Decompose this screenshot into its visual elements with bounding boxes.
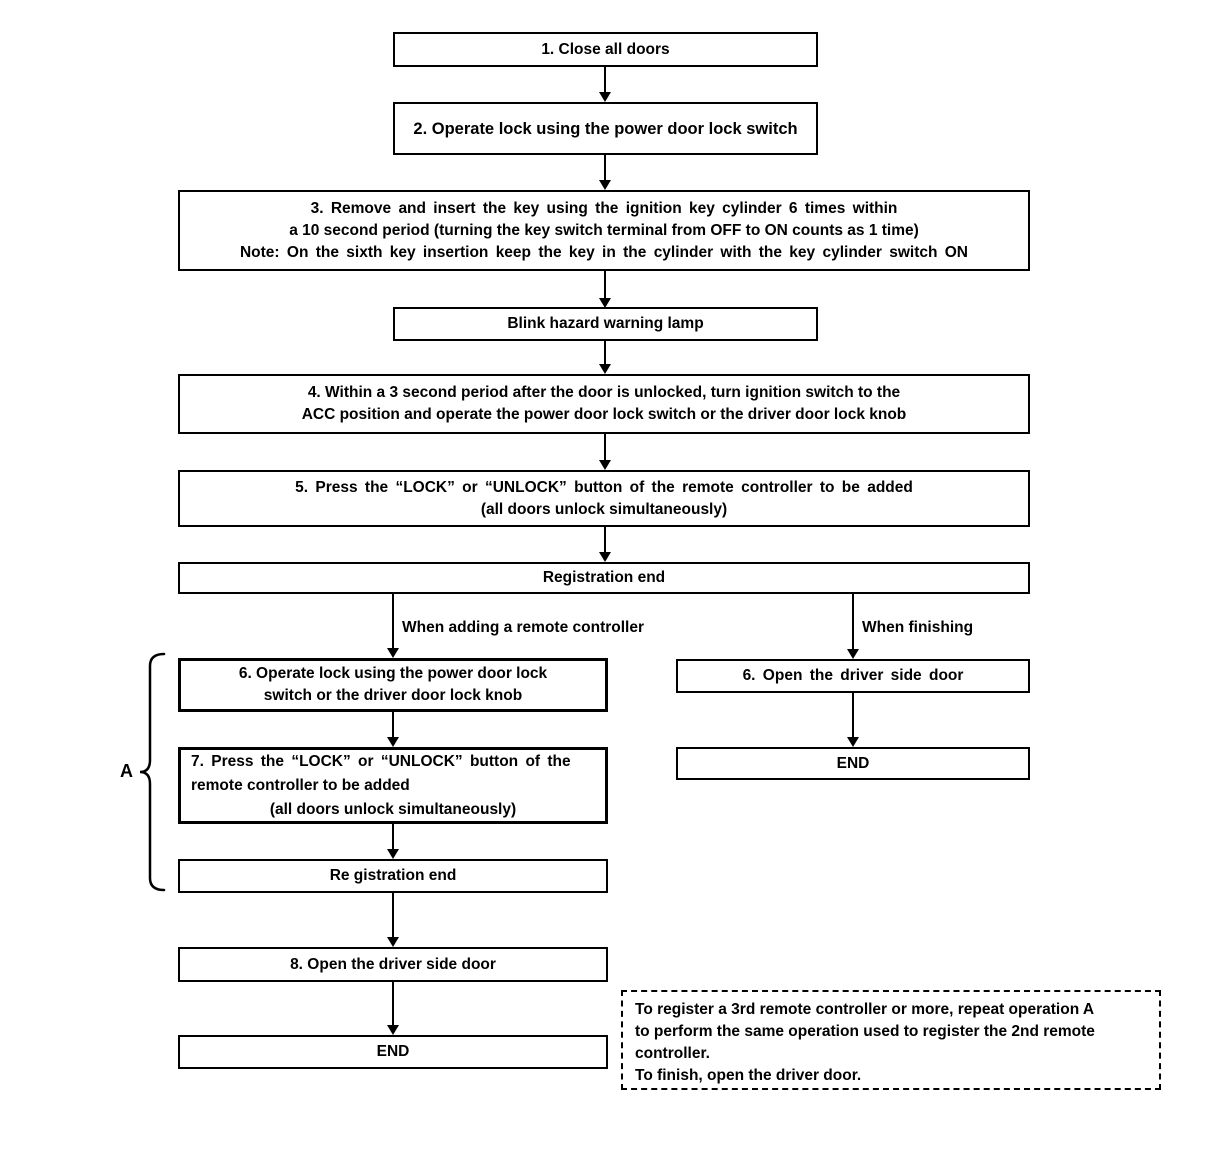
flow-step-3-box: 3. Remove and insert the key using the i… <box>178 190 1030 271</box>
flow-step-7-line1: 7. Press the “LOCK” or “UNLOCK” button o… <box>191 752 571 770</box>
loop-a-label: A <box>120 761 133 781</box>
flow-end-left-text: END <box>376 1043 410 1060</box>
flow-step-4-text-line1: 4. Within a 3 second period after the do… <box>307 384 901 401</box>
branch-label-adding: When adding a remote controller <box>402 619 644 636</box>
flow-step-1-text: 1. Close all doors <box>541 40 670 58</box>
flow-arrow-head <box>387 849 399 859</box>
flow-step-2-text: 2. Operate lock using the power door loc… <box>413 119 798 138</box>
flow-arrow-head <box>847 649 859 659</box>
flow-arrow-line <box>604 341 606 365</box>
flow-step-7-line3: (all doors unlock simultaneously) <box>269 800 517 818</box>
flow-arrow-line <box>392 893 394 938</box>
flow-step-3-text-line3: Note: On the sixth key insertion keep th… <box>239 243 968 261</box>
note-line4: To finish, open the driver door. <box>635 1067 862 1084</box>
flow-arrow-line <box>604 527 606 553</box>
flow-arrow-head <box>599 92 611 102</box>
note-line1: To register a 3rd remote controller or m… <box>635 1001 1095 1018</box>
flow-step-8-text: 8. Open the driver side door <box>290 955 496 973</box>
flow-arrow-line <box>392 824 394 850</box>
note-box: To register a 3rd remote controller or m… <box>621 990 1161 1090</box>
flow-step-3-text-line2: a 10 second period (turning the key swit… <box>289 221 919 239</box>
flow-step-4-text-line2: ACC position and operate the power door … <box>301 406 907 423</box>
flow-arrow-line <box>604 155 606 181</box>
branch-label-finishing: When finishing <box>862 619 974 636</box>
flow-step-7-box: 7. Press the “LOCK” or “UNLOCK” button o… <box>178 747 608 824</box>
flow-blink-lamp-text: Blink hazard warning lamp <box>507 315 704 332</box>
flow-registration-end-2-text: Re gistration end <box>329 867 457 884</box>
flow-end-right-box: END <box>676 747 1030 780</box>
flow-arrow-head <box>387 737 399 747</box>
flow-arrow-head <box>599 364 611 374</box>
flow-step-5-text-line1: 5. Press the “LOCK” or “UNLOCK” button o… <box>295 478 913 496</box>
flow-arrow-line <box>604 67 606 93</box>
flow-step-6-left-box: 6. Operate lock using the power door loc… <box>178 658 608 712</box>
flow-registration-end-text: Registration end <box>542 569 666 586</box>
flow-step-5-box: 5. Press the “LOCK” or “UNLOCK” button o… <box>178 470 1030 527</box>
flow-step-4-box: 4. Within a 3 second period after the do… <box>178 374 1030 434</box>
flow-arrow-head <box>847 737 859 747</box>
flow-end-right-text: END <box>836 754 870 772</box>
flow-arrow-head <box>387 937 399 947</box>
flow-arrow-line <box>392 712 394 738</box>
flow-arrow-head <box>387 1025 399 1035</box>
flow-step-5-text-line2: (all doors unlock simultaneously) <box>480 500 728 518</box>
flow-step-3-text-line1: 3. Remove and insert the key using the i… <box>310 199 898 217</box>
flow-step-6-right-box: 6. Open the driver side door <box>676 659 1030 693</box>
loop-a-brace <box>139 652 166 892</box>
note-line2: to perform the same operation used to re… <box>635 1023 1095 1040</box>
flow-step-6-right-text: 6. Open the driver side door <box>742 667 964 684</box>
flow-arrow-line <box>604 434 606 461</box>
flow-arrow-line <box>852 693 854 738</box>
flow-registration-end-2-box: Re gistration end <box>178 859 608 893</box>
flow-arrow-head <box>599 298 611 308</box>
flow-end-left-box: END <box>178 1035 608 1069</box>
flow-arrow-line <box>604 271 606 299</box>
flow-arrow-head <box>599 460 611 470</box>
flow-step-2-box: 2. Operate lock using the power door loc… <box>393 102 818 155</box>
flow-arrow-head <box>599 552 611 562</box>
flow-registration-end-box: Registration end <box>178 562 1030 594</box>
flow-step-8-box: 8. Open the driver side door <box>178 947 608 982</box>
flow-arrow-line <box>392 594 394 649</box>
flow-arrow-line <box>852 594 854 650</box>
flow-arrow-line <box>392 982 394 1026</box>
flow-arrow-head <box>387 648 399 658</box>
flow-blink-lamp-box: Blink hazard warning lamp <box>393 307 818 341</box>
note-line3: controller. <box>635 1045 710 1062</box>
flow-step-7-line2: remote controller to be added <box>191 776 410 794</box>
flow-step-6-left-line1: 6. Operate lock using the power door loc… <box>238 665 548 682</box>
flow-arrow-head <box>599 180 611 190</box>
flow-step-1-box: 1. Close all doors <box>393 32 818 67</box>
flow-step-6-left-line2: switch or the driver door lock knob <box>263 687 523 704</box>
